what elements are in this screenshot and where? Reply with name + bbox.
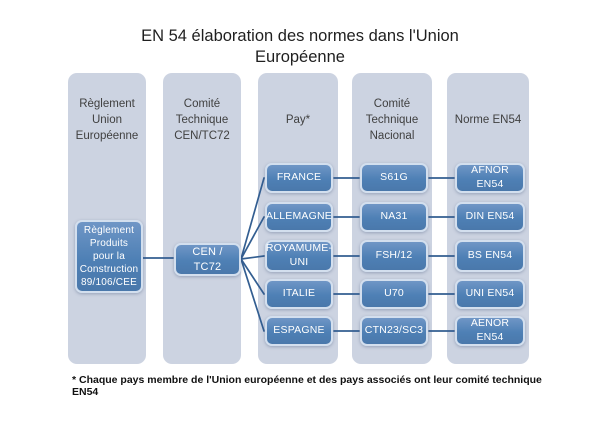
column-header-reglement-ue: Règlement Union Européenne (75, 97, 139, 143)
column-header-comite-cen: Comité Technique CEN/TC72 (174, 97, 230, 143)
node-pays-italie: ITALIE (265, 279, 333, 309)
node-comite-ctn23sc3: CTN23/SC3 (360, 316, 428, 346)
node-pays-france: FRANCE (265, 163, 333, 193)
column-header-norme-en54: Norme EN54 (454, 113, 522, 126)
node-norme-aenor: AENOR EN54 (455, 316, 525, 346)
node-cen-tc72: CEN / TC72 (174, 243, 241, 276)
node-pays-espagne: ESPAGNE (265, 316, 333, 346)
slide-title: EN 54 élaboration des normes dans l'Unio… (141, 27, 459, 67)
column-header-pays: Pay* (285, 113, 311, 126)
column-panel-reglement-ue: Règlement Union Européenne (68, 73, 146, 364)
node-pays-allemagne: ALLEMAGNE (265, 202, 333, 232)
footnote: * Chaque pays membre de l'Union européen… (72, 374, 542, 398)
node-norme-uni: UNI EN54 (455, 279, 525, 309)
node-comite-u70: U70 (360, 279, 428, 309)
node-norme-din: DIN EN54 (455, 202, 525, 232)
node-norme-bs: BS EN54 (455, 240, 525, 272)
column-panel-comite-cen: Comité Technique CEN/TC72 (163, 73, 241, 364)
node-norme-afnor: AFNOR EN54 (455, 163, 525, 193)
node-comite-na31: NA31 (360, 202, 428, 232)
node-pays-royaume-uni: ROYAMUME-UNI (265, 240, 333, 272)
node-comite-fsh12: FSH/12 (360, 240, 428, 272)
node-comite-s61g: S61G (360, 163, 428, 193)
node-reglement-construction: Règlement Produits pour la Construction … (75, 220, 143, 293)
column-header-comite-national: Comité Technique Nacional (365, 97, 419, 143)
